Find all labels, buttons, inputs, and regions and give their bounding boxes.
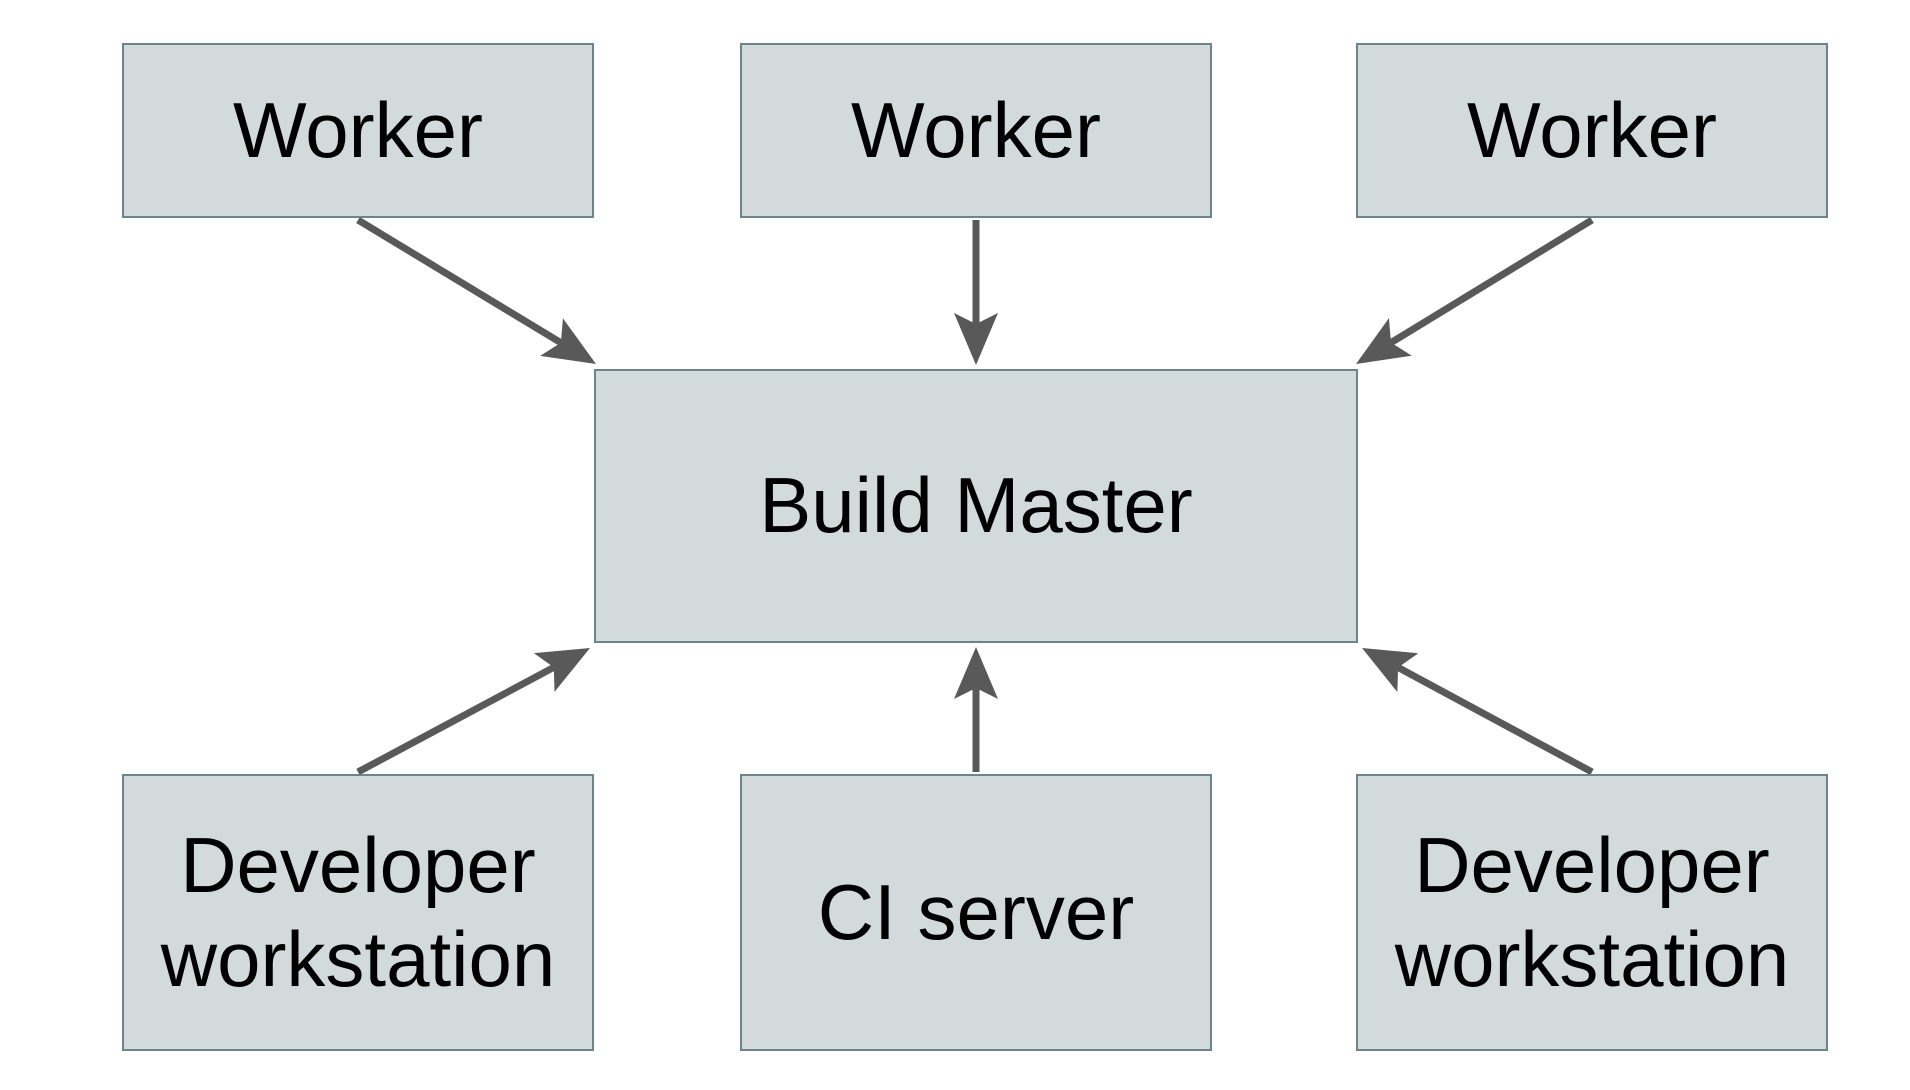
node-label-ci-server: CI server bbox=[817, 867, 1135, 956]
node-label-worker-1: Worker bbox=[233, 85, 483, 174]
node-build-master: Build Master bbox=[594, 369, 1358, 643]
arrow-worker-1-to-build-master bbox=[356, 217, 597, 364]
node-label-worker-2: Worker bbox=[851, 85, 1101, 174]
node-worker-3: Worker bbox=[1356, 43, 1828, 218]
arrow-developer-workstation-right-to-build-master bbox=[1362, 647, 1594, 776]
node-label-build-master: Build Master bbox=[759, 461, 1193, 550]
node-label-developer-workstation-left: Developer workstation bbox=[160, 820, 556, 1003]
arrow-worker-3-to-build-master bbox=[1356, 217, 1594, 365]
node-developer-workstation-right: Developer workstation bbox=[1356, 774, 1828, 1051]
node-worker-1: Worker bbox=[122, 43, 594, 218]
node-ci-server: CI server bbox=[740, 774, 1212, 1051]
node-label-developer-workstation-right: Developer workstation bbox=[1394, 820, 1790, 1003]
node-developer-workstation-left: Developer workstation bbox=[122, 774, 594, 1051]
node-label-worker-3: Worker bbox=[1467, 85, 1717, 174]
arrow-developer-workstation-left-to-build-master bbox=[356, 648, 591, 776]
node-worker-2: Worker bbox=[740, 43, 1212, 218]
